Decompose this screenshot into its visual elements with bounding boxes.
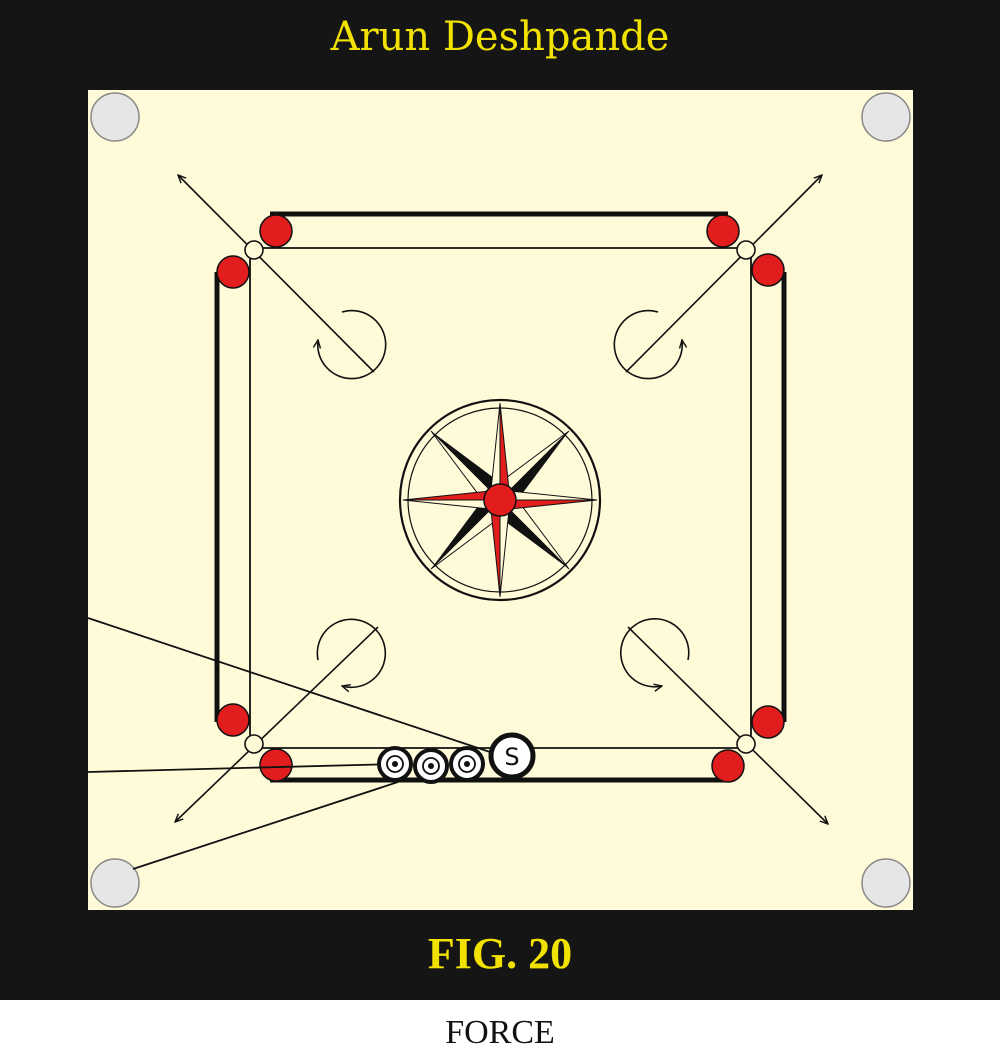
pocket-bottom-right xyxy=(861,858,911,908)
arrow-top-right xyxy=(625,175,822,373)
arrow-bottom-left xyxy=(175,626,379,822)
arc-top-right xyxy=(613,309,682,380)
centre-star xyxy=(398,398,602,602)
arc-bottom-right xyxy=(620,618,690,687)
force-lines xyxy=(87,617,491,870)
coin xyxy=(413,748,449,784)
striker: S xyxy=(488,732,536,780)
carrom-board-diagram: S xyxy=(0,0,1000,1000)
pocket-bottom-left xyxy=(90,858,140,908)
arrow-bottom-right xyxy=(627,626,828,824)
striker-letter: S xyxy=(504,743,519,771)
pocket-top-left xyxy=(90,92,140,142)
pockets xyxy=(90,92,911,908)
coin xyxy=(449,746,485,782)
arc-bottom-left xyxy=(316,618,387,687)
corner-arrows xyxy=(175,175,828,824)
coins xyxy=(377,746,485,784)
baseline-end-circles xyxy=(244,240,756,754)
arrow-top-left xyxy=(178,175,375,373)
pocket-top-right xyxy=(861,92,911,142)
arc-top-left xyxy=(318,309,387,380)
author-name: Arun Deshpande xyxy=(330,14,670,60)
coin xyxy=(377,746,413,782)
figure-label: FIG. 20 xyxy=(427,929,573,978)
red-marks xyxy=(216,214,785,783)
rotation-arcs xyxy=(316,309,690,688)
figure-caption: FORCE xyxy=(445,1014,555,1051)
